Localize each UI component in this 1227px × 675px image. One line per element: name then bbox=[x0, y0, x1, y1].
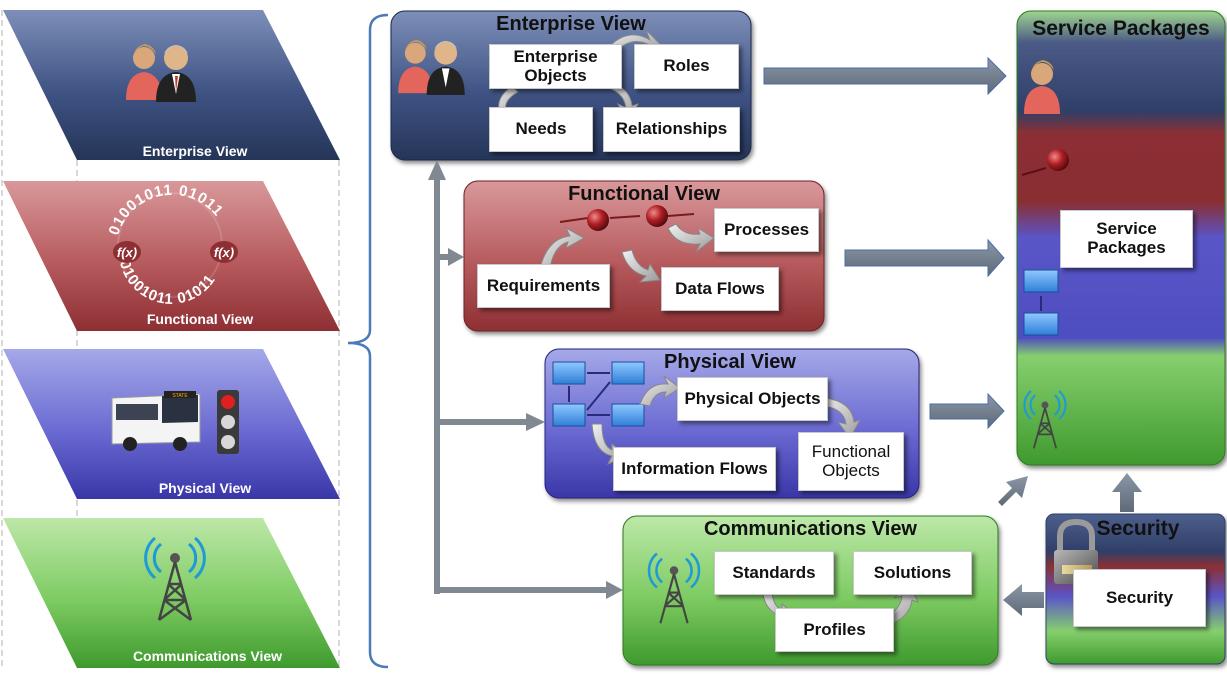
arrow-security-to-communications bbox=[1003, 584, 1044, 616]
relationships-box: Relationships bbox=[603, 107, 740, 152]
service-packages-title: Service Packages bbox=[1032, 17, 1210, 40]
standards-box: Standards bbox=[714, 551, 834, 595]
block-diagram-icon bbox=[1023, 269, 1059, 336]
people-icon bbox=[398, 39, 465, 95]
arrow-to-communications bbox=[606, 581, 623, 599]
person-icon bbox=[1024, 60, 1060, 114]
functional-layer bbox=[3, 181, 340, 331]
process-flow-icon bbox=[559, 205, 695, 231]
profiles-box: Profiles bbox=[775, 608, 894, 652]
enterprise-objects-box: Enterprise Objects bbox=[489, 44, 622, 89]
curved-arrow-icon bbox=[821, 397, 862, 439]
functional-objects-box: Functional Objects bbox=[798, 432, 904, 491]
grouping-brace bbox=[347, 13, 389, 669]
physical-objects-box: Physical Objects bbox=[677, 377, 828, 421]
spine-line bbox=[434, 178, 440, 594]
bus-destination-sign: STATE bbox=[172, 393, 188, 399]
arrow-up-head bbox=[428, 160, 446, 180]
people-icon bbox=[126, 44, 196, 102]
process-node-icon bbox=[1021, 149, 1069, 176]
curved-arrow-icon bbox=[639, 375, 681, 407]
arrow-physical-to-packages bbox=[929, 392, 1005, 430]
block-diagram-icon bbox=[552, 361, 645, 427]
arrow-to-physical bbox=[526, 413, 545, 431]
arrow-communications-to-packages bbox=[998, 476, 1028, 506]
needs-box: Needs bbox=[489, 107, 593, 152]
left-layer-stack bbox=[1, 10, 340, 668]
fx-label-right: f(x) bbox=[214, 245, 234, 260]
functional-view-title: Functional View bbox=[568, 183, 720, 205]
arrow-functional-to-packages bbox=[844, 238, 1005, 278]
layer-label-functional: Functional View bbox=[146, 311, 254, 327]
antenna-icon bbox=[144, 536, 206, 622]
arrow-enterprise-to-packages bbox=[763, 56, 1007, 96]
layer-label-enterprise: Enterprise View bbox=[142, 143, 248, 159]
communications-view-title: Communications View bbox=[703, 518, 917, 540]
processes-box: Processes bbox=[714, 208, 819, 252]
security-box: Security bbox=[1073, 569, 1206, 627]
service-packages-box: Service Packages bbox=[1060, 210, 1193, 268]
connector-arrows bbox=[428, 160, 623, 599]
arrow-to-functional bbox=[448, 248, 464, 266]
data-flows-box: Data Flows bbox=[661, 267, 779, 311]
roles-box: Roles bbox=[634, 44, 739, 89]
information-flows-box: Information Flows bbox=[613, 447, 776, 491]
curved-arrow-icon bbox=[539, 226, 586, 269]
requirements-box: Requirements bbox=[477, 264, 610, 308]
curved-arrow-icon bbox=[621, 249, 661, 283]
fx-label-left: f(x) bbox=[117, 245, 137, 260]
curved-arrow-icon bbox=[667, 223, 715, 253]
solutions-box: Solutions bbox=[853, 551, 972, 595]
traffic-light-icon bbox=[217, 390, 239, 454]
bus-icon: STATE bbox=[111, 391, 201, 451]
layer-label-communications: Communications View bbox=[132, 648, 283, 664]
layer-label-physical: Physical View bbox=[158, 480, 252, 496]
block-arrows bbox=[763, 56, 1142, 616]
security-title: Security bbox=[1096, 517, 1180, 540]
enterprise-view-title: Enterprise View bbox=[496, 13, 646, 35]
physical-view-title: Physical View bbox=[664, 351, 796, 373]
arrow-security-to-packages bbox=[1112, 473, 1142, 512]
